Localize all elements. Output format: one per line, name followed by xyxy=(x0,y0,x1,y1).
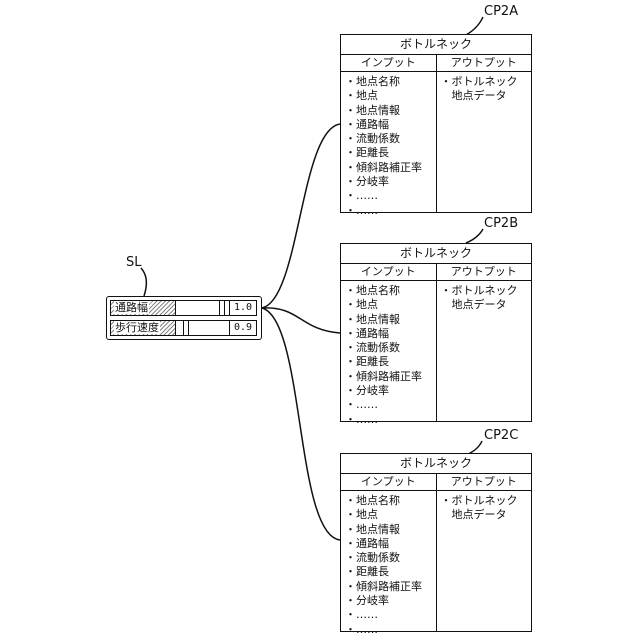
list-item: ・地点 xyxy=(345,298,436,312)
list-item: ・分岐率 xyxy=(345,175,436,189)
cp2b-leader-line xyxy=(466,229,483,243)
input-list: ・地点名称・地点・地点情報・通路幅・流動係数・距離長・傾斜路補正率・分岐率・……… xyxy=(345,284,436,427)
input-header: インプット xyxy=(341,55,437,71)
slider-value: 0.9 xyxy=(229,321,256,335)
list-item: ・地点名称 xyxy=(345,75,436,89)
slider-walking-speed[interactable]: 歩行速度 0.9 xyxy=(110,320,257,336)
list-item: ・…… xyxy=(345,398,436,412)
list-item: ・分岐率 xyxy=(345,594,436,608)
list-item: ・通路幅 xyxy=(345,537,436,551)
list-item: ・通路幅 xyxy=(345,118,436,132)
output-list: ・ボトルネック 地点データ xyxy=(441,494,532,523)
list-item: ・地点情報 xyxy=(345,104,436,118)
list-item: ・…… xyxy=(345,413,436,427)
output-header: アウトプット xyxy=(437,55,532,71)
card-title: ボトルネック xyxy=(341,454,531,474)
list-item: ・…… xyxy=(345,204,436,218)
bottleneck-card-a: ボトルネック インプット アウトプット ・地点名称・地点・地点情報・通路幅・流動… xyxy=(340,34,532,213)
list-item: ・…… xyxy=(345,608,436,622)
input-header: インプット xyxy=(341,474,437,490)
slider-panel: 通路幅 1.0 歩行速度 0.9 xyxy=(106,296,262,340)
slider-passage-width[interactable]: 通路幅 1.0 xyxy=(110,300,257,316)
slider-label: 通路幅 xyxy=(114,301,149,314)
bottleneck-card-c: ボトルネック インプット アウトプット ・地点名称・地点・地点情報・通路幅・流動… xyxy=(340,453,532,632)
connector-to-cp2a xyxy=(262,124,340,308)
card-title: ボトルネック xyxy=(341,35,531,55)
list-item: ・地点名称 xyxy=(345,284,436,298)
bottleneck-card-b: ボトルネック インプット アウトプット ・地点名称・地点・地点情報・通路幅・流動… xyxy=(340,243,532,422)
list-item: ・地点 xyxy=(345,89,436,103)
output-header: アウトプット xyxy=(437,474,532,490)
list-item: ・地点情報 xyxy=(345,313,436,327)
slider-label: 歩行速度 xyxy=(114,321,160,334)
list-item: ・通路幅 xyxy=(345,327,436,341)
output-list: ・ボトルネック 地点データ xyxy=(441,75,532,104)
card-title: ボトルネック xyxy=(341,244,531,264)
list-item: ・距離長 xyxy=(345,146,436,160)
input-list: ・地点名称・地点・地点情報・通路幅・流動係数・距離長・傾斜路補正率・分岐率・……… xyxy=(345,75,436,218)
list-item: ・流動係数 xyxy=(345,551,436,565)
list-item: ・距離長 xyxy=(345,355,436,369)
list-item: ・地点名称 xyxy=(345,494,436,508)
slider-value: 1.0 xyxy=(229,301,256,315)
slider-label-area: 歩行速度 xyxy=(111,321,175,335)
card-column-headers: インプット アウトプット xyxy=(341,474,531,491)
list-item: ・流動係数 xyxy=(345,341,436,355)
input-header: インプット xyxy=(341,264,437,280)
card-reference-label: CP2C xyxy=(484,428,518,443)
list-item: ・傾斜路補正率 xyxy=(345,161,436,175)
output-list: ・ボトルネック 地点データ xyxy=(441,284,532,313)
list-item: ・ボトルネック xyxy=(441,494,532,508)
list-item: ・ボトルネック xyxy=(441,75,532,89)
card-reference-label: CP2A xyxy=(484,4,518,19)
list-item: ・傾斜路補正率 xyxy=(345,370,436,384)
card-column-headers: インプット アウトプット xyxy=(341,264,531,281)
card-reference-label: CP2B xyxy=(484,216,518,231)
output-column: ・ボトルネック 地点データ xyxy=(437,72,532,212)
slider-label-area: 通路幅 xyxy=(111,301,175,315)
list-item: ・地点 xyxy=(345,508,436,522)
sl-reference-label: SL xyxy=(126,255,142,270)
slider-thumb[interactable] xyxy=(183,320,189,336)
output-column: ・ボトルネック 地点データ xyxy=(437,491,532,631)
list-item: ・…… xyxy=(345,189,436,203)
connector-to-cp2b xyxy=(262,308,340,333)
list-item: 地点データ xyxy=(441,298,532,312)
list-item: 地点データ xyxy=(441,89,532,103)
list-item: ・地点情報 xyxy=(345,523,436,537)
list-item: ・ボトルネック xyxy=(441,284,532,298)
output-header: アウトプット xyxy=(437,264,532,280)
output-column: ・ボトルネック 地点データ xyxy=(437,281,532,421)
list-item: ・距離長 xyxy=(345,565,436,579)
input-column: ・地点名称・地点・地点情報・通路幅・流動係数・距離長・傾斜路補正率・分岐率・……… xyxy=(341,281,437,421)
input-column: ・地点名称・地点・地点情報・通路幅・流動係数・距離長・傾斜路補正率・分岐率・……… xyxy=(341,491,437,631)
list-item: ・流動係数 xyxy=(345,132,436,146)
cp2a-leader-line xyxy=(466,17,483,35)
card-column-headers: インプット アウトプット xyxy=(341,55,531,72)
slider-thumb[interactable] xyxy=(219,300,225,316)
input-column: ・地点名称・地点・地点情報・通路幅・流動係数・距離長・傾斜路補正率・分岐率・……… xyxy=(341,72,437,212)
sl-leader-line xyxy=(141,268,146,296)
list-item: ・…… xyxy=(345,623,436,637)
list-item: ・分岐率 xyxy=(345,384,436,398)
connector-to-cp2c xyxy=(262,308,340,540)
input-list: ・地点名称・地点・地点情報・通路幅・流動係数・距離長・傾斜路補正率・分岐率・……… xyxy=(345,494,436,637)
list-item: ・傾斜路補正率 xyxy=(345,580,436,594)
list-item: 地点データ xyxy=(441,508,532,522)
